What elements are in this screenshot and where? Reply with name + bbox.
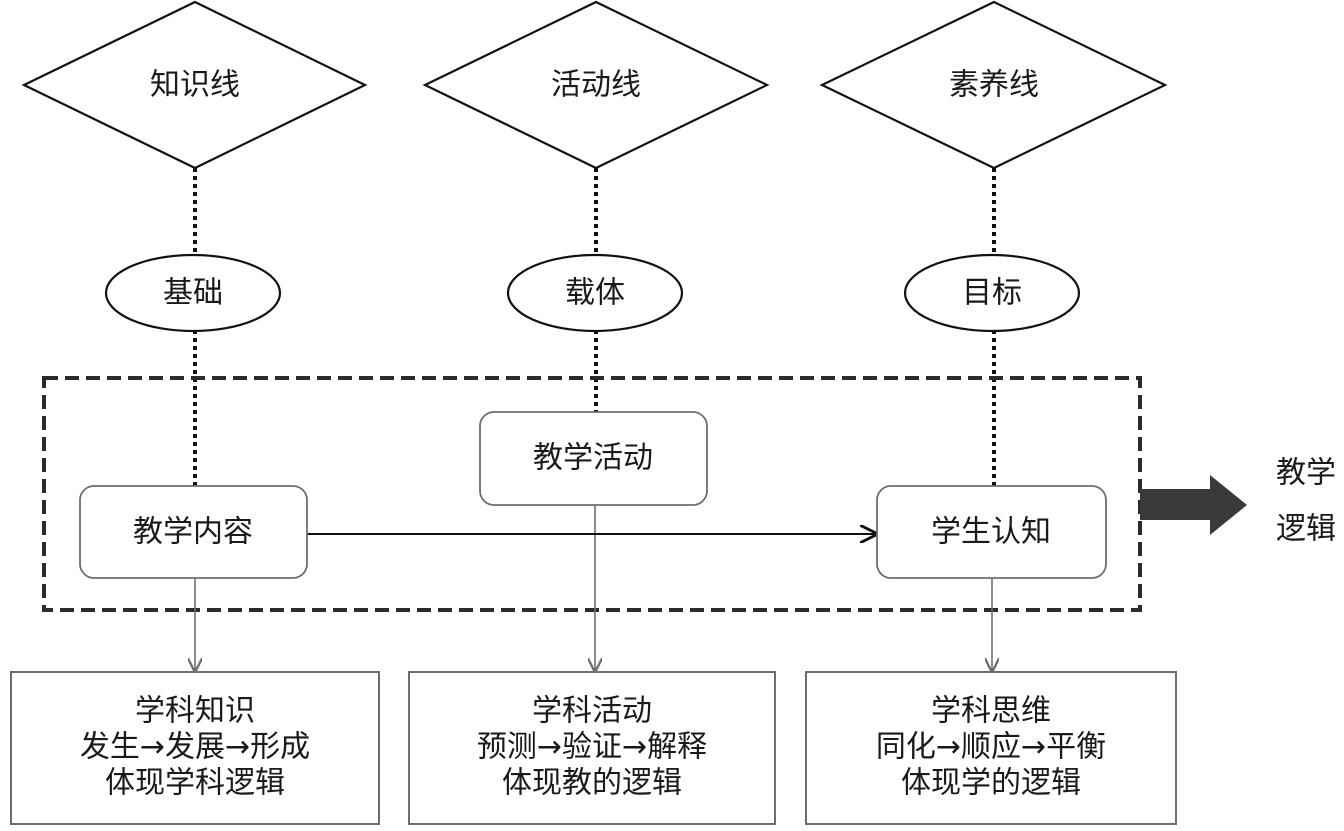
- outcome-title-activity: 学科活动: [532, 694, 652, 729]
- outcome-title-thinking: 学科思维: [931, 694, 1051, 729]
- node-label-teaching-activity: 教学活动: [533, 441, 653, 476]
- outcome-process-knowledge: 发生→发展→形成: [80, 730, 310, 765]
- outcome-box-thinking: 学科思维 同化→顺应→平衡 体现学的逻辑: [805, 671, 1177, 825]
- result-label-line2: 逻辑: [1276, 512, 1336, 547]
- result-label-line1: 教学: [1276, 456, 1336, 491]
- outcome-box-activity: 学科活动 预测→验证→解释 体现教的逻辑: [408, 671, 776, 825]
- ellipse-carrier: 载体: [506, 253, 684, 333]
- outcome-logic-knowledge: 体现学科逻辑: [105, 766, 285, 801]
- outcome-box-knowledge: 学科知识 发生→发展→形成 体现学科逻辑: [10, 671, 380, 825]
- ellipse-goal: 目标: [903, 253, 1081, 333]
- ellipse-label-foundation: 基础: [163, 276, 223, 311]
- outcome-process-activity: 预测→验证→解释: [477, 730, 707, 765]
- diamond-label-literacy: 素养线: [949, 68, 1039, 103]
- node-label-teaching-content: 教学内容: [133, 515, 253, 550]
- dashed-frame: [42, 376, 1142, 612]
- outcome-process-thinking: 同化→顺应→平衡: [876, 730, 1106, 765]
- diamond-label-activity: 活动线: [551, 68, 641, 103]
- node-label-student-cognition: 学生认知: [931, 515, 1051, 550]
- outcome-logic-activity: 体现教的逻辑: [502, 766, 682, 801]
- ellipse-label-goal: 目标: [962, 276, 1022, 311]
- node-teaching-content: 教学内容: [79, 485, 308, 579]
- diamond-activity-line: 活动线: [422, 0, 770, 170]
- node-student-cognition: 学生认知: [876, 485, 1107, 579]
- ellipse-label-carrier: 载体: [565, 276, 625, 311]
- diamond-knowledge-line: 知识线: [21, 0, 368, 170]
- ellipse-foundation: 基础: [104, 253, 282, 333]
- big-right-arrow: [1140, 475, 1247, 535]
- diamond-label-knowledge: 知识线: [150, 68, 240, 103]
- diamond-literacy-line: 素养线: [819, 0, 1168, 170]
- outcome-logic-thinking: 体现学的逻辑: [901, 766, 1081, 801]
- node-teaching-activity: 教学活动: [479, 411, 708, 506]
- outcome-title-knowledge: 学科知识: [135, 694, 255, 729]
